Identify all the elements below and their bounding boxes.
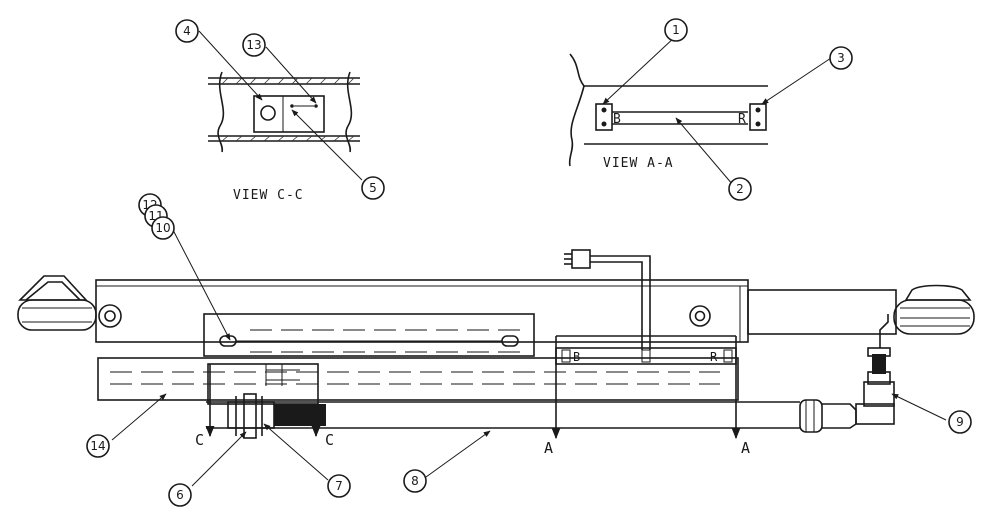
svg-text:10: 10	[155, 221, 170, 235]
svg-text:3: 3	[837, 51, 845, 65]
balloon-14: 14	[86, 434, 110, 458]
balloon-1: 1	[664, 18, 688, 42]
section-mark-c-left: C	[195, 431, 204, 449]
leader-lines	[111, 30, 947, 487]
balloon-6: 6	[168, 483, 192, 507]
label-r-main: R	[710, 350, 718, 364]
left-end-fitting	[17, 275, 122, 331]
threaded-rod	[274, 404, 326, 426]
view-a-a-detail: B R	[568, 53, 768, 167]
wall-hatching	[221, 77, 355, 142]
section-mark-c-right: C	[325, 431, 334, 449]
balloon-10: 10	[151, 216, 175, 240]
svg-text:2: 2	[736, 182, 744, 196]
svg-text:7: 7	[335, 479, 343, 493]
section-mark-a-right: A	[741, 439, 750, 457]
svg-text:14: 14	[90, 439, 105, 453]
balloon-9: 9	[948, 410, 972, 434]
balloon-3: 3	[829, 46, 853, 70]
balloon-5: 5	[361, 176, 385, 200]
svg-text:13: 13	[246, 38, 261, 52]
right-end-fitting	[893, 284, 975, 335]
view-a-a-label: VIEW A-A	[603, 156, 674, 171]
view-c-c-label: VIEW C-C	[233, 188, 304, 203]
main-assembly: B R	[17, 249, 975, 440]
svg-text:6: 6	[176, 488, 184, 502]
hose-fitting	[799, 314, 895, 433]
view-c-c-detail	[208, 71, 360, 153]
balloon-8: 8	[403, 469, 427, 493]
svg-text:4: 4	[183, 24, 191, 38]
svg-text:8: 8	[411, 474, 419, 488]
balloon-7: 7	[327, 474, 351, 498]
svg-text:9: 9	[956, 415, 964, 429]
label-b-main: B	[573, 350, 580, 364]
balloon-2: 2	[728, 177, 752, 201]
balloon-13: 13	[242, 33, 266, 57]
label-r-view-a: R	[738, 112, 746, 127]
balloon-4: 4	[175, 19, 199, 43]
svg-text:5: 5	[369, 181, 377, 195]
svg-text:1: 1	[672, 23, 680, 37]
label-b-view-a: B	[613, 112, 621, 127]
section-mark-a-left: A	[544, 439, 553, 457]
